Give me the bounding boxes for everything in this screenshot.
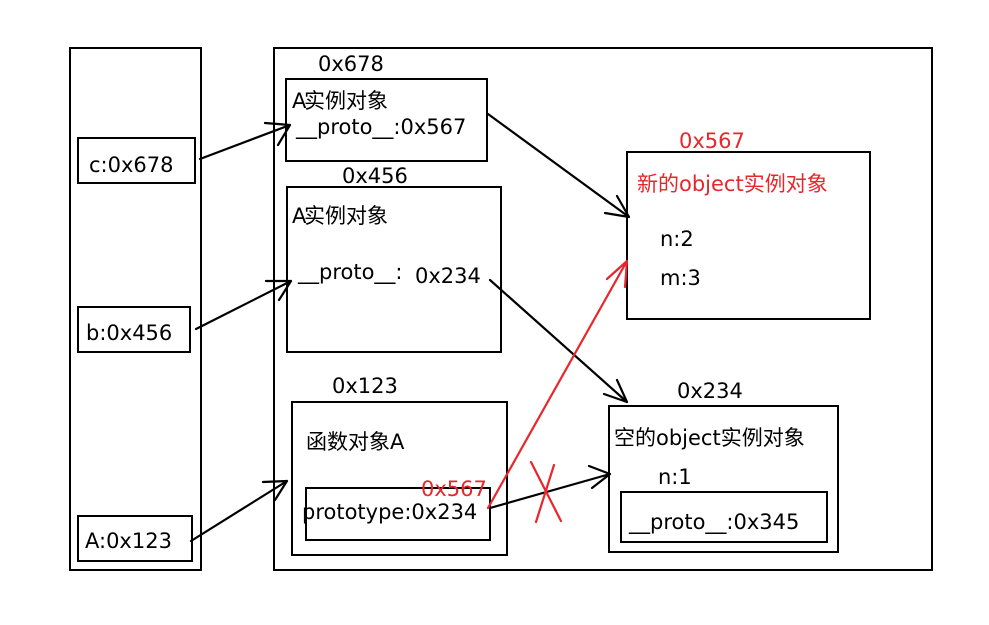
var-c-label: c:0x678 xyxy=(89,153,174,177)
empty-obj-address: 0x234 xyxy=(677,379,743,403)
func-address: 0x123 xyxy=(332,374,398,398)
obj678-address: 0x678 xyxy=(318,52,384,76)
empty-obj-proto: __proto__:0x345 xyxy=(629,510,800,534)
obj456-address: 0x456 xyxy=(342,164,408,188)
var-c-box xyxy=(77,137,196,184)
obj456-proto-value: 0x234 xyxy=(415,264,481,288)
new-obj-address: 0x567 xyxy=(679,129,745,153)
obj456-title: 实例对象 xyxy=(304,204,388,228)
new-obj-box xyxy=(626,151,871,320)
obj678-proto: __proto__:0x567 xyxy=(296,115,467,139)
empty-obj-proto-box xyxy=(620,491,828,543)
obj678-title: 实例对象 xyxy=(304,89,388,113)
prototype-new-value: 0x567 xyxy=(421,477,487,501)
obj456-prefix: A xyxy=(292,204,307,228)
empty-obj-title: 空的object实例对象 xyxy=(614,426,805,450)
obj456-proto-label: __proto__: xyxy=(298,260,403,284)
prototype-box xyxy=(305,487,491,541)
var-b-label: b:0x456 xyxy=(86,321,173,345)
new-obj-title: 新的object实例对象 xyxy=(637,172,828,196)
obj678-prefix: A xyxy=(292,89,307,113)
var-a-label: A:0x123 xyxy=(85,529,172,553)
prototype-label: prototype:0x234 xyxy=(302,500,478,524)
var-b-box xyxy=(77,306,191,353)
new-obj-n: n:2 xyxy=(660,227,694,251)
new-obj-m: m:3 xyxy=(660,266,701,290)
empty-obj-n: n:1 xyxy=(658,465,692,489)
func-title: 函数对象A xyxy=(306,430,405,454)
